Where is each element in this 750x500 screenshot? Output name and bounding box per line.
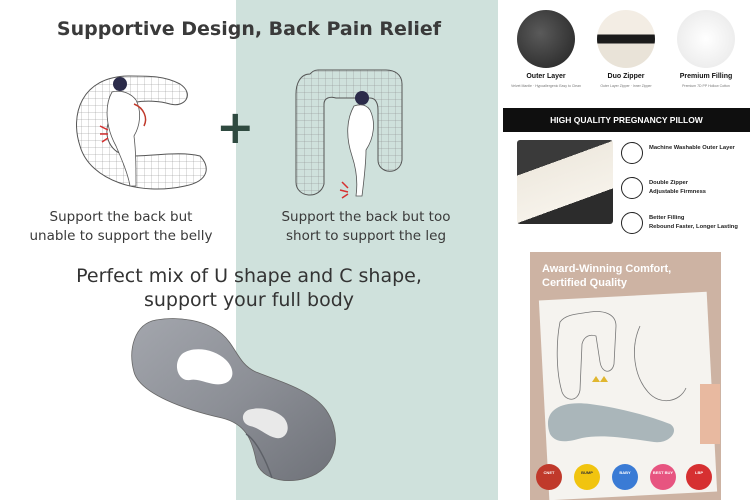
feature-detail-duo-zipper: Outer Layer Zipper · Inner Zipper xyxy=(600,84,652,88)
features-panel: Outer Layer Duo Zipper Premium Filling V… xyxy=(503,0,750,248)
duo-zipper-photo xyxy=(597,10,655,68)
subheading-line-1: Perfect mix of U shape and C shape, xyxy=(76,265,422,287)
bump-badge: BUMP xyxy=(574,464,600,490)
caption-c-shape: Support the back but unable to support t… xyxy=(8,208,234,246)
washer-icon xyxy=(621,142,643,164)
feature-label-outer-layer: Outer Layer xyxy=(526,73,566,80)
feature-row-washable-text: Machine Washable Outer Layer xyxy=(649,145,735,151)
feature-row-zipper: Double Zipper Adjustable Firmness xyxy=(621,177,749,203)
award-title-line-2: Certified Quality xyxy=(542,277,627,289)
award-sketch-photo xyxy=(530,252,721,500)
zipper-icon xyxy=(621,177,643,199)
subheading-line-2: support your full body xyxy=(143,289,355,311)
subheading: Perfect mix of U shape and C shape, supp… xyxy=(0,264,498,312)
pregnancy-pillow-product-image xyxy=(131,318,336,481)
feature-detail-premium-filling: Premium 7D PP Hollow Cotton xyxy=(682,84,730,88)
c-shape-pillow-illustration xyxy=(76,75,207,190)
feature-row-washable: Machine Washable Outer Layer xyxy=(621,142,749,168)
premium-filling-photo xyxy=(677,10,735,68)
lbp-badge: LBP xyxy=(686,464,712,490)
feature-label-duo-zipper: Duo Zipper xyxy=(607,73,645,80)
feature-row-zipper-sub: Adjustable Firmness xyxy=(649,189,707,195)
high-quality-banner: HIGH QUALITY PREGNANCY PILLOW xyxy=(503,108,750,132)
main-panel: Supportive Design, Back Pain Relief + Su… xyxy=(0,0,498,500)
feature-row-filling-sub: Rebound Faster, Longer Lasting xyxy=(649,224,738,230)
feature-row-zipper-title: Double Zipper xyxy=(649,180,688,186)
caption-u-shape: Support the back but too short to suppor… xyxy=(244,208,488,246)
plus-sign: + xyxy=(216,100,255,154)
caption-c-line-1: Support the back but xyxy=(49,209,193,225)
feature-label-premium-filling: Premium Filling xyxy=(679,73,733,80)
feature-detail-outer-layer: Velvet Mantle · Hypoallergenic Easy to C… xyxy=(510,84,582,88)
outer-layer-photo xyxy=(517,10,575,68)
caption-u-line-1: Support the back but too xyxy=(281,209,451,225)
baby-badge: BABY xyxy=(612,464,638,490)
caption-c-line-2: unable to support the belly xyxy=(29,228,213,244)
pillow-closeup-photo xyxy=(517,140,613,224)
feature-row-filling-title: Better Filling xyxy=(649,215,685,221)
cnet-badge: CNET xyxy=(536,464,562,490)
best-buy-badge: BEST BUY xyxy=(650,464,676,490)
award-panel: Award-Winning Comfort, Certified Quality… xyxy=(530,252,721,500)
award-title-line-1: Award-Winning Comfort, xyxy=(542,263,672,275)
feather-icon xyxy=(621,212,643,234)
feature-row-filling: Better Filling Rebound Faster, Longer La… xyxy=(621,212,749,238)
caption-u-line-2: short to support the leg xyxy=(285,228,447,244)
main-title: Supportive Design, Back Pain Relief xyxy=(56,18,442,40)
u-shape-pillow-illustration xyxy=(295,69,403,199)
award-title: Award-Winning Comfort, Certified Quality xyxy=(542,262,718,290)
